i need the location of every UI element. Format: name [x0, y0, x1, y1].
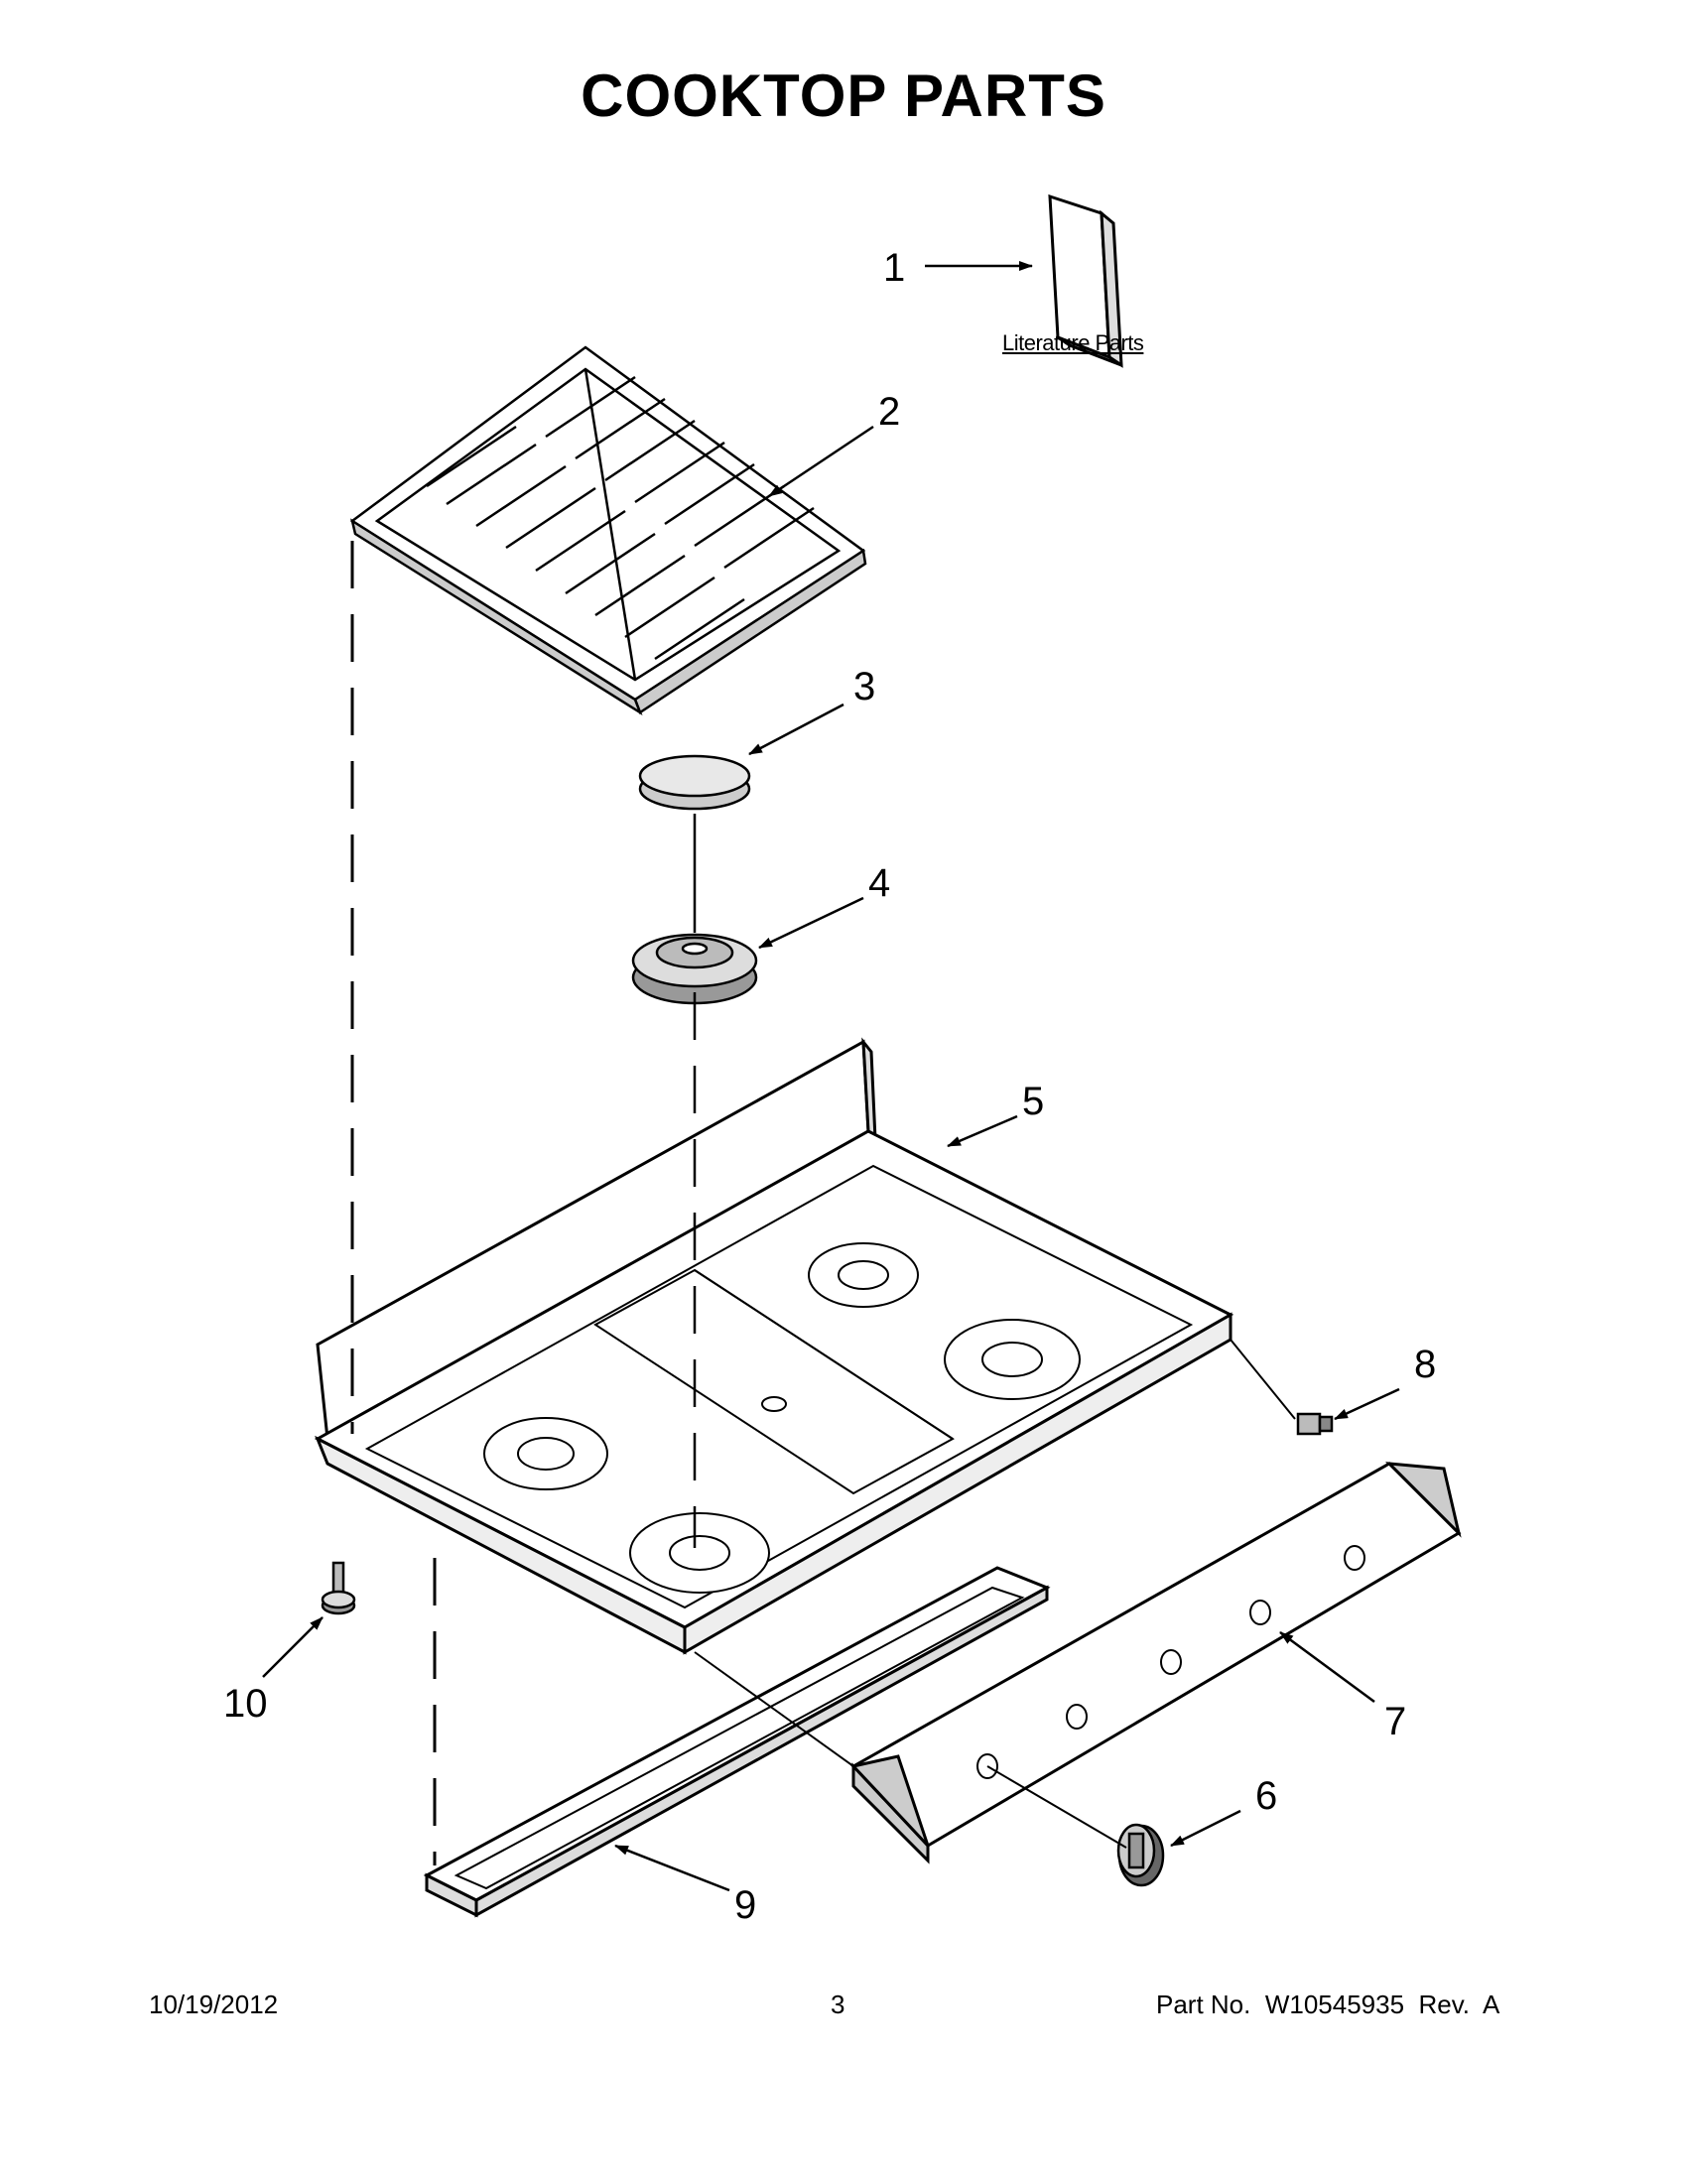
callout-6: 6: [1255, 1774, 1278, 1818]
leveling-leg: [321, 1561, 356, 1615]
cooktop-main: [314, 1037, 1234, 1655]
literature-parts-label: Literature Parts: [1002, 330, 1144, 355]
leader-6: [1170, 1809, 1241, 1848]
callout-3: 3: [853, 665, 876, 708]
leader-3: [748, 703, 844, 756]
leader-lines: [262, 261, 1400, 1892]
burner-cap: [638, 754, 751, 811]
burner-base: [631, 933, 758, 1005]
leader-4: [758, 896, 864, 950]
screw: [1296, 1412, 1334, 1436]
leader-2: [768, 425, 874, 498]
callout-8: 8: [1414, 1343, 1437, 1386]
assembly-lines: [350, 541, 1296, 1865]
control-knob: [1116, 1823, 1165, 1887]
leader-7: [1279, 1630, 1375, 1704]
page-title: COOKTOP PARTS: [581, 63, 1106, 129]
manifold-panel: [850, 1462, 1462, 1864]
callout-4: 4: [868, 861, 891, 905]
footer-page-number: 3: [831, 1990, 845, 2019]
callout-7: 7: [1384, 1700, 1407, 1743]
callout-1: 1: [883, 246, 906, 290]
leader-9: [614, 1844, 730, 1892]
burner-grate: [349, 345, 867, 716]
footer-part-number: Part No. W10545935 Rev. A: [1156, 1990, 1500, 2019]
literature-booklet: [1048, 193, 1123, 368]
leader-8: [1334, 1387, 1400, 1421]
callout-5: 5: [1022, 1080, 1045, 1123]
footer-date: 10/19/2012: [149, 1990, 279, 2019]
callout-2: 2: [878, 390, 901, 434]
leader-10: [262, 1616, 324, 1678]
leader-5: [947, 1114, 1018, 1148]
callout-10: 10: [223, 1682, 268, 1726]
callout-9: 9: [734, 1883, 757, 1927]
front-trim: [423, 1566, 1051, 1918]
